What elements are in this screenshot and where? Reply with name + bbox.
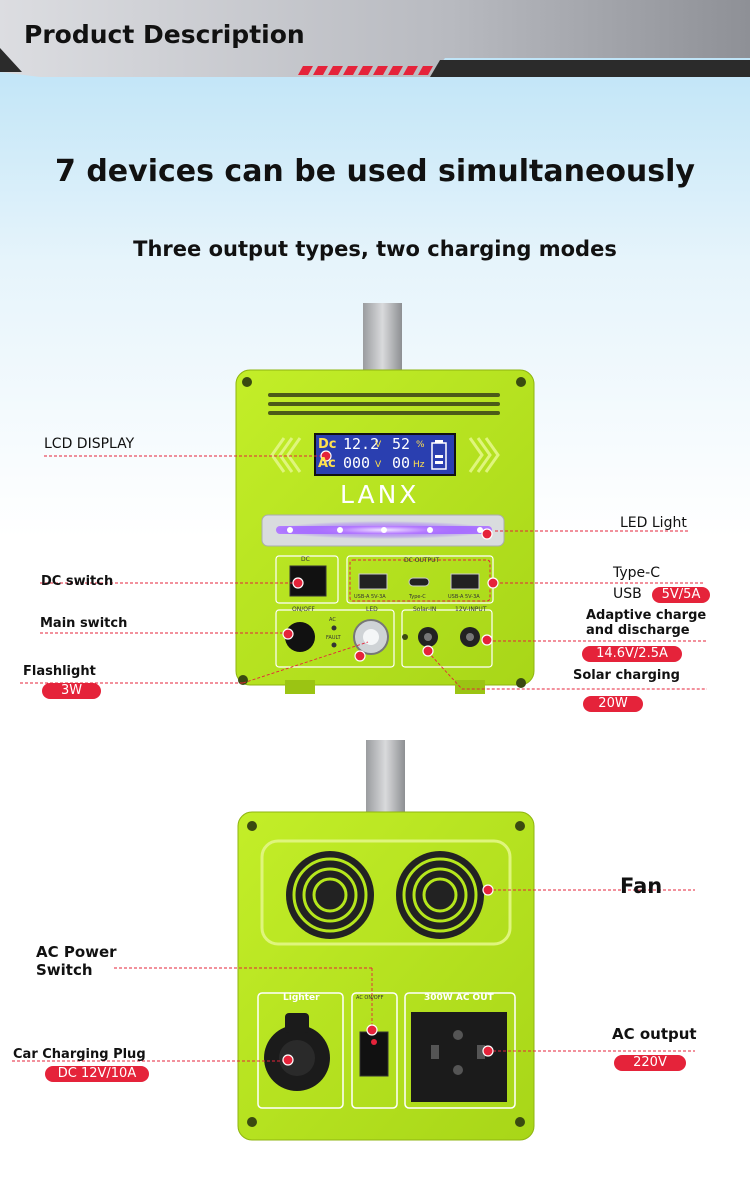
panel-usb2-label: USB-A 5V-3A bbox=[448, 594, 480, 600]
usb-c-port[interactable] bbox=[408, 577, 430, 587]
front-chevrons bbox=[270, 437, 500, 473]
back-lighter-label: Lighter bbox=[283, 993, 320, 1003]
ac-power-switch[interactable] bbox=[359, 1031, 389, 1077]
callout-solar-pill: 20W bbox=[583, 696, 643, 712]
lcd-ac-label: Ac bbox=[318, 456, 336, 471]
callout-ac-output: AC output bbox=[612, 1025, 697, 1043]
panel-fault-label: FAULT bbox=[326, 635, 341, 641]
callout-usb: USB bbox=[613, 586, 642, 602]
header-banner bbox=[0, 0, 750, 77]
callout-lcd-display: LCD DISPLAY bbox=[44, 436, 135, 452]
lcd-percent: 52 bbox=[392, 435, 411, 453]
headline: 7 devices can be used simultaneously bbox=[55, 154, 695, 189]
subheadline: Three output types, two charging modes bbox=[133, 237, 617, 261]
callout-flashlight: Flashlight bbox=[23, 664, 96, 679]
callout-car-pill: DC 12V/10A bbox=[45, 1066, 149, 1082]
lcd-dc-label: Dc bbox=[318, 437, 337, 452]
back-ac-out-label: 300W AC OUT bbox=[424, 993, 494, 1003]
back-unit bbox=[237, 740, 535, 1141]
lcd-frequency-unit: Hz bbox=[413, 460, 425, 470]
front-vents bbox=[268, 393, 500, 415]
brand-logo: LANX bbox=[340, 480, 420, 509]
lcd-ac-voltage: 000 bbox=[343, 454, 371, 472]
ac-outlet[interactable] bbox=[411, 1012, 507, 1102]
panel-usb1-label: USB-A 5V-3A bbox=[354, 594, 386, 600]
lcd-frequency: 00 bbox=[392, 454, 411, 472]
callout-main-switch: Main switch bbox=[40, 616, 128, 631]
callout-led-light: LED Light bbox=[620, 515, 687, 531]
callout-dc-switch: DC switch bbox=[41, 574, 114, 589]
lcd-percent-unit: % bbox=[416, 440, 425, 450]
callout-typec: Type-C bbox=[613, 565, 660, 581]
back-handle bbox=[366, 740, 405, 815]
callout-adaptive-pill: 14.6V/2.5A bbox=[582, 646, 682, 662]
lcd-dc-voltage: 12.2 bbox=[343, 435, 380, 453]
callout-lines bbox=[12, 455, 707, 1062]
front-unit bbox=[235, 303, 535, 694]
banner-stripes bbox=[298, 66, 433, 75]
callout-solar-charging: Solar charging bbox=[573, 668, 680, 683]
callout-ac-power-line1: AC Power bbox=[36, 943, 117, 961]
panel-ac-indicator-label: AC bbox=[329, 617, 336, 623]
front-handle bbox=[363, 303, 402, 373]
callout-adaptive-line1: Adaptive charge bbox=[586, 608, 707, 623]
panel-dc-label: DC bbox=[301, 556, 310, 563]
panel-solar-in-label: Solar-IN bbox=[413, 606, 437, 613]
panel-onoff-label: ON/OFF bbox=[292, 606, 315, 613]
callout-ac-power-line2: Switch bbox=[36, 961, 93, 979]
panel-dc-output-label: DC OUTPUT bbox=[404, 557, 440, 564]
callout-usb-pill: 5V/5A bbox=[652, 587, 710, 603]
back-ac-switch-label: AC ON/OFF bbox=[356, 995, 384, 1001]
callout-adaptive-line2: and discharge bbox=[586, 623, 690, 638]
main-power-button[interactable] bbox=[285, 622, 315, 652]
back-screws bbox=[247, 821, 525, 1127]
usb-a-port-1[interactable] bbox=[358, 573, 388, 590]
panel-led-label: LED bbox=[366, 606, 378, 613]
callout-dots bbox=[282, 450, 499, 1066]
fan-grilles bbox=[286, 851, 484, 939]
callout-fan: Fan bbox=[620, 874, 663, 898]
lcd-ac-unit: V bbox=[375, 460, 382, 470]
callout-car-charging-plug: Car Charging Plug bbox=[13, 1047, 146, 1062]
usb-a-port-2[interactable] bbox=[450, 573, 480, 590]
callout-flashlight-pill: 3W bbox=[42, 683, 101, 699]
lcd-dc-unit: V bbox=[375, 440, 382, 450]
panel-typec-label: Type-C bbox=[409, 594, 426, 600]
callout-ac-output-pill: 220V bbox=[614, 1055, 686, 1071]
panel-12v-input-label: 12V-INPUT bbox=[455, 606, 487, 613]
banner-title: Product Description bbox=[24, 20, 305, 49]
